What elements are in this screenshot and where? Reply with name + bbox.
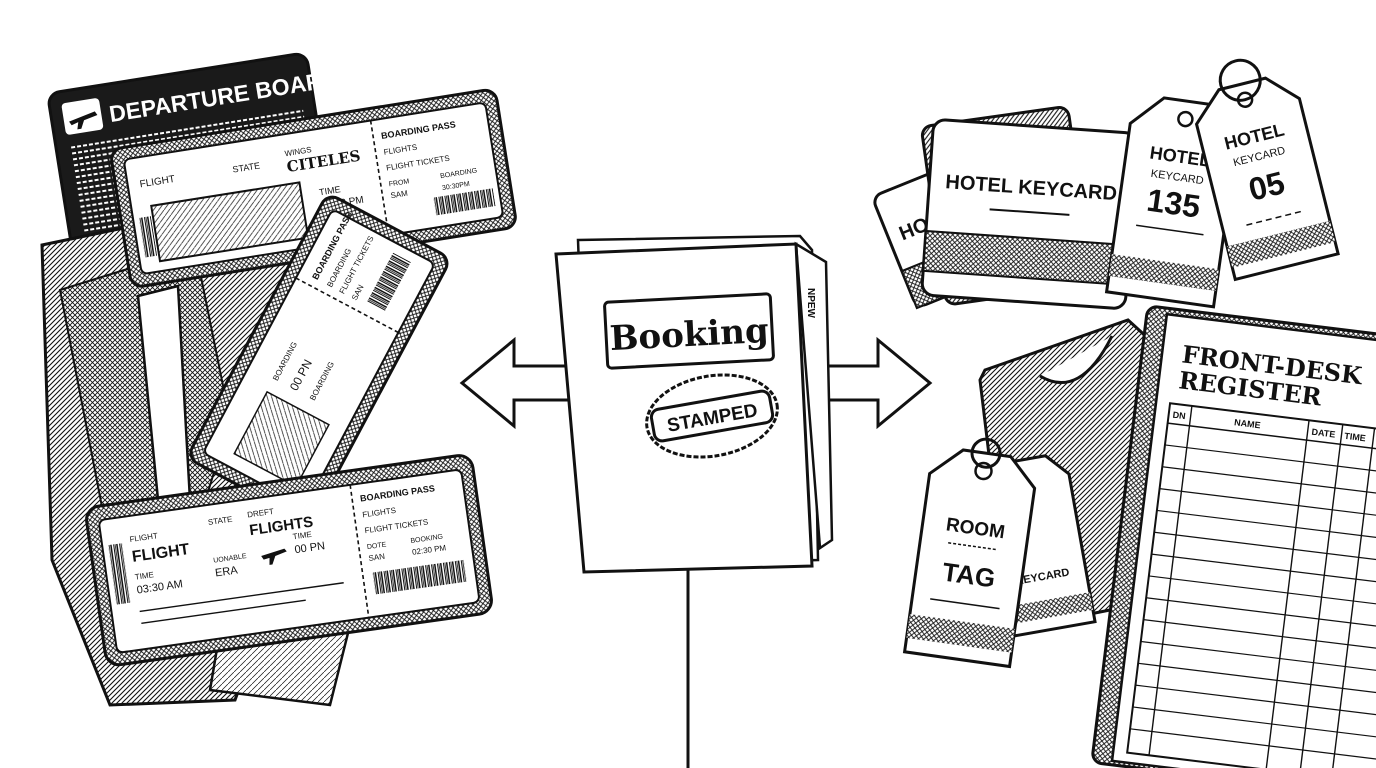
ticket-bottom-time2-label: TIME xyxy=(292,530,312,542)
register-col-date: DATE xyxy=(1311,427,1336,440)
ticket-top-flight-label: FLIGHT xyxy=(139,174,176,190)
register-col-dn: DN xyxy=(1172,410,1186,422)
ticket-top-time-label: TIME xyxy=(318,184,341,197)
folder-title: Booking xyxy=(609,311,770,359)
plane-icon xyxy=(61,98,104,135)
ticket-bottom-date-label: DOTE xyxy=(367,541,388,551)
ticket-top-from-value: SAM xyxy=(390,189,409,201)
ticket-bottom-time-label: TIME xyxy=(134,570,154,582)
hotel-tag-05: HOTEL KEYCARD 05 xyxy=(1194,58,1340,282)
boarding-pass-bottom: FLIGHT FLIGHT STATE DREFT FLIGHTS TIME 0… xyxy=(85,454,493,667)
plane-icon xyxy=(261,548,287,565)
ticket-bottom-flight-label: FLIGHT xyxy=(129,531,159,544)
register-col-name: NAME xyxy=(1234,417,1262,430)
folder-tab-label: NPEW xyxy=(805,288,816,319)
ticket-bottom-era-value: ERA xyxy=(214,564,239,579)
ticket-top-wings-label: WINGS xyxy=(284,145,312,158)
room-tag: ROOM TAG xyxy=(902,437,1037,669)
ticket-bottom-booking-label: BOOKING xyxy=(410,534,443,545)
boarding-pass-middle: BOARDING PASS BOARDING FLIGHT TICKETS SA… xyxy=(189,195,449,521)
hotel-tag-135-number: 135 xyxy=(1145,182,1203,225)
room-tag-line2: TAG xyxy=(941,556,998,593)
arrow-right xyxy=(818,336,933,430)
ticket-top-state-label: STATE xyxy=(232,160,261,174)
front-desk-register: FRONT-DESK REGISTER DN NAME DATE TIME DE xyxy=(1091,305,1376,768)
register-col-time: TIME xyxy=(1344,431,1367,444)
front-desk-cluster: FRONT-DESK REGISTER DN NAME DATE TIME DE xyxy=(902,305,1376,768)
boarding-pass-top: FLIGHT STATE WINGS CITELES TIME 02:30 PM… xyxy=(110,88,517,288)
hotel-keycard: HOTEL KEYCARD xyxy=(920,118,1138,310)
ticket-bottom-era-label: UONABLE xyxy=(213,553,247,565)
flow-connectors xyxy=(459,336,933,768)
hotel-tag-05-number: 05 xyxy=(1245,164,1288,208)
ticket-top-code2: 30:30PM xyxy=(442,181,471,192)
ticket-bottom-date-value: SAN xyxy=(368,552,386,563)
arrow-left xyxy=(459,336,568,430)
ticket-bottom-time2-value: 00 PN xyxy=(294,540,326,556)
travel-documents-cluster: DEPARTURE BOARD FLIGHT STATE WINGS CITEL… xyxy=(40,52,517,707)
hotel-keycards-cluster: HO HOTEL KEYCARD HOTEL KEYCARD 135 HOTEL xyxy=(873,58,1340,310)
folder-tab xyxy=(794,241,834,551)
folder-title-box xyxy=(603,292,775,370)
ticket-bottom-state-label: STATE xyxy=(207,515,233,527)
ticket-bottom-dreft-label: DREFT xyxy=(247,507,275,520)
booking-folder: NPEW Booking STAMPED xyxy=(554,234,834,574)
ticket-top-from-label: FROM xyxy=(388,178,410,188)
